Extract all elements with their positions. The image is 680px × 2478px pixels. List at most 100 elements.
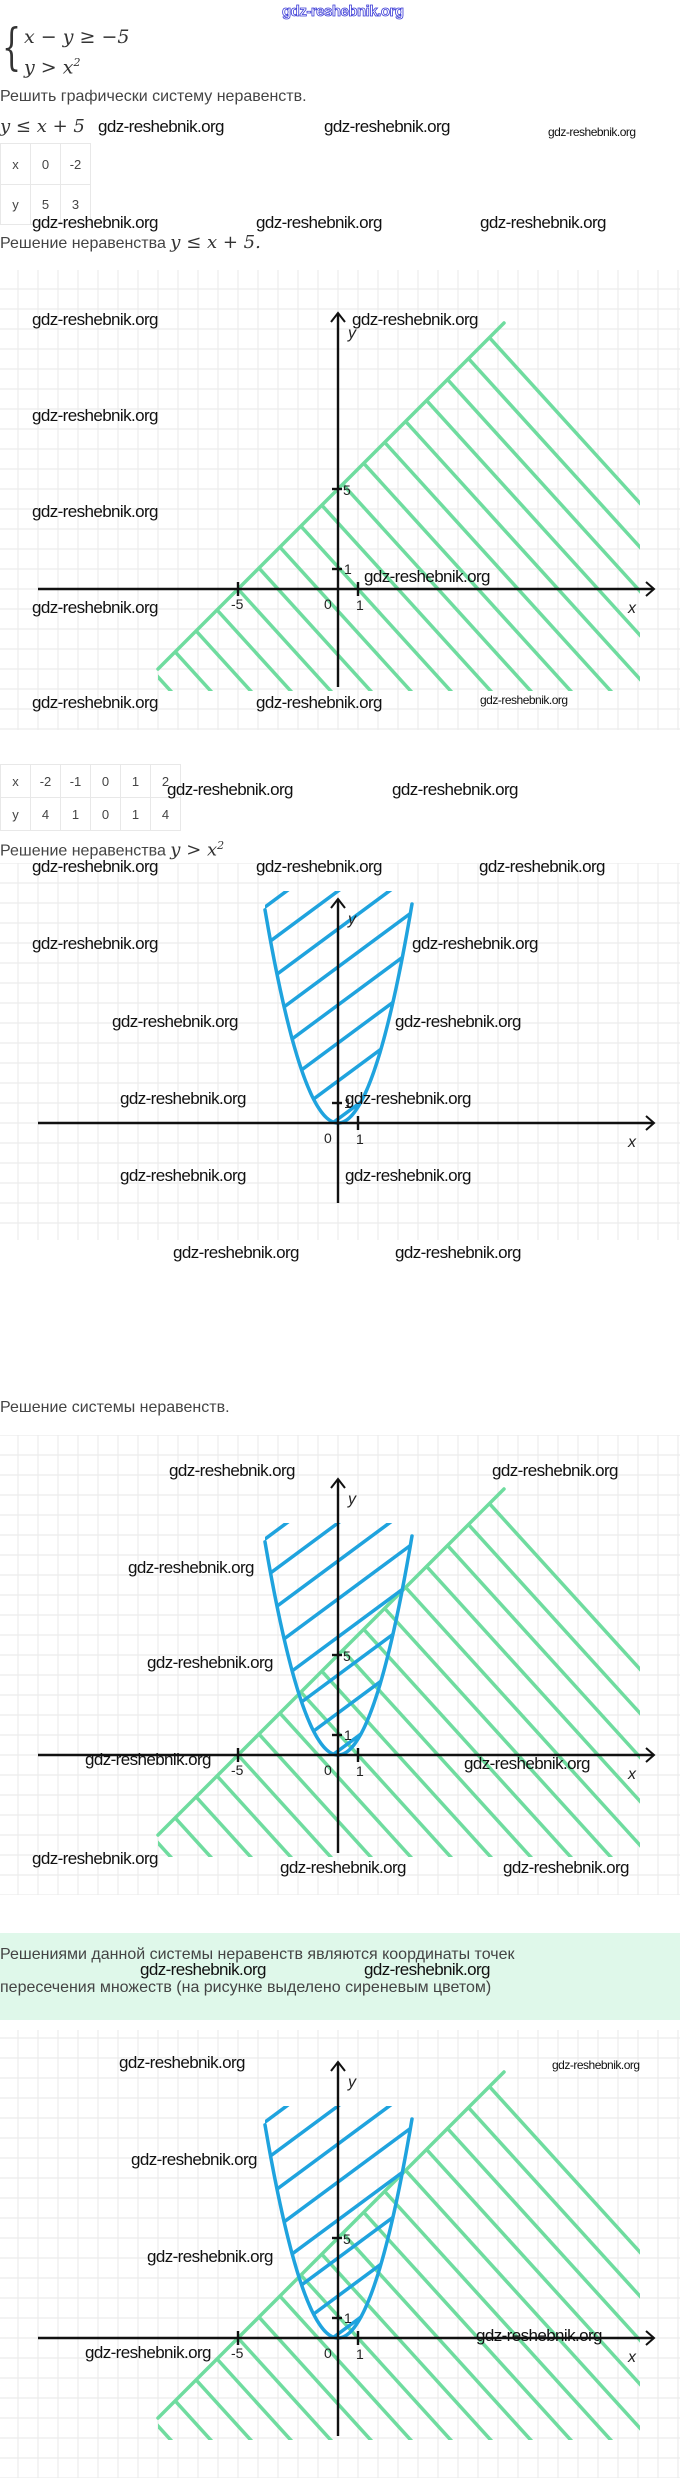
system-line-2-exp: 2 bbox=[73, 56, 81, 69]
watermark: gdz-reshebnik.org bbox=[32, 310, 158, 329]
watermark: gdz-reshebnik.org bbox=[345, 1089, 471, 1108]
watermark: gdz-reshebnik.org bbox=[32, 502, 158, 521]
watermark: gdz-reshebnik.org bbox=[128, 1558, 254, 1577]
hatch-line-green bbox=[158, 2072, 422, 2440]
table-row-y: y 5 3 bbox=[0, 184, 91, 225]
watermark: gdz-reshebnik.org bbox=[552, 2058, 640, 2072]
table-row-x: x 0 -2 bbox=[0, 143, 91, 185]
x-axis-arrow-icon bbox=[645, 1115, 656, 1131]
y-tick-label-1: 1 bbox=[344, 2310, 352, 2326]
hatch-line-green bbox=[473, 1489, 640, 1857]
watermark: gdz-reshebnik.org bbox=[364, 567, 490, 586]
hatch-line-green bbox=[158, 323, 462, 691]
watermark: gdz-reshebnik.org bbox=[32, 213, 158, 232]
note-line-1: Решениями данной системы неравенств явля… bbox=[0, 1946, 515, 1963]
system-brace: { bbox=[2, 18, 22, 76]
watermark: gdz-reshebnik.org bbox=[147, 2247, 273, 2266]
table-cell: 4 bbox=[150, 797, 181, 831]
watermark: gdz-reshebnik.org bbox=[395, 1012, 521, 1031]
caption-2-exp: 2 bbox=[217, 839, 225, 852]
hatch-line-green bbox=[158, 1489, 262, 1857]
watermark: gdz-reshebnik.org bbox=[131, 2150, 257, 2169]
caption-2: Решение неравенства y > x2 bbox=[0, 836, 224, 861]
hatch-line-green bbox=[313, 323, 640, 691]
hatch-line-green bbox=[313, 1489, 640, 1857]
hatch-line-green bbox=[158, 1489, 382, 1857]
watermark: gdz-reshebnik.org bbox=[120, 1089, 246, 1108]
grid bbox=[0, 2030, 680, 2478]
y-tick-label-5: 5 bbox=[343, 1648, 351, 1664]
watermark: gdz-reshebnik.org bbox=[548, 125, 636, 139]
watermark: gdz-reshebnik.org bbox=[256, 857, 382, 876]
x-tick-label-1: 1 bbox=[356, 1763, 364, 1779]
y-axis-label: y bbox=[347, 1491, 357, 1508]
hatch-line-green bbox=[158, 1489, 640, 1857]
hatch-line-green bbox=[433, 2072, 640, 2440]
x-tick-label-1: 1 bbox=[356, 597, 364, 613]
table-cell: 1 bbox=[120, 764, 151, 798]
solution-note bbox=[0, 1933, 680, 2020]
boundary-line-y-eq-x-plus-5 bbox=[156, 1487, 506, 1837]
hatch-line-green bbox=[193, 2072, 640, 2440]
x-axis-label: x bbox=[627, 2349, 637, 2366]
watermark: gdz-reshebnik.org bbox=[98, 117, 224, 136]
hatch-line-green bbox=[158, 1489, 302, 1857]
hatch-line-green bbox=[158, 323, 640, 691]
table-cell: 1 bbox=[60, 797, 91, 831]
hatch-line-green bbox=[233, 1489, 640, 1857]
caption-3: Решение системы неравенств. bbox=[0, 1399, 230, 1416]
watermark: gdz-reshebnik.org bbox=[492, 1461, 618, 1480]
values-table-1: x 0 -2 y 5 3 bbox=[0, 143, 91, 225]
x-axis-arrow-icon bbox=[645, 581, 656, 597]
caption-2-prefix: Решение неравенства bbox=[0, 842, 171, 860]
hatch-line-green bbox=[158, 323, 422, 691]
x-tick-label-minus-5: -5 bbox=[231, 2345, 244, 2361]
x-axis-label: x bbox=[627, 1134, 637, 1151]
caption-1-prefix: Решение неравенства bbox=[0, 235, 171, 252]
y-axis-arrow-icon bbox=[330, 1477, 346, 1489]
watermark: gdz-reshebnik.org bbox=[324, 117, 450, 136]
watermark: gdz-reshebnik.org bbox=[345, 1166, 471, 1185]
hatch-line-green bbox=[158, 1489, 622, 1857]
watermark: gdz-reshebnik.org bbox=[32, 406, 158, 425]
intro-text: Решить графически систему неравенств. bbox=[0, 88, 307, 105]
table-cell: 0 bbox=[90, 797, 121, 831]
hatch-line-blue bbox=[265, 891, 412, 929]
site-watermark-logo: gdz-reshebnik.org bbox=[282, 3, 405, 21]
grid bbox=[0, 863, 680, 1240]
watermark: gdz-reshebnik.org bbox=[167, 780, 293, 799]
watermark: gdz-reshebnik.org bbox=[32, 1849, 158, 1868]
watermark: gdz-reshebnik.org bbox=[256, 213, 382, 232]
hatch-line-green bbox=[158, 2072, 262, 2440]
y-tick-label-5: 5 bbox=[343, 482, 351, 498]
watermark: gdz-reshebnik.org bbox=[280, 1858, 406, 1877]
watermark: gdz-reshebnik.org bbox=[32, 598, 158, 617]
hatch-line-blue bbox=[265, 1523, 412, 1561]
x-axis-label: x bbox=[627, 600, 637, 617]
y-axis-arrow-icon bbox=[330, 897, 346, 909]
table-cell: -2 bbox=[30, 764, 61, 798]
x-tick-label-1: 1 bbox=[356, 1131, 364, 1147]
hatch-line-blue bbox=[265, 2106, 412, 2144]
watermark: gdz-reshebnik.org bbox=[352, 310, 478, 329]
hatch-line-green bbox=[158, 323, 342, 691]
y-tick-label-1: 1 bbox=[344, 561, 352, 577]
table-cell: 3 bbox=[60, 184, 91, 225]
origin-label: 0 bbox=[324, 1130, 332, 1146]
hatch-line-green bbox=[158, 323, 640, 691]
watermark: gdz-reshebnik.org bbox=[480, 693, 568, 707]
watermark: gdz-reshebnik.org bbox=[32, 934, 158, 953]
system-line-2: y > x2 bbox=[24, 53, 80, 77]
boundary-line-y-eq-x-plus-5 bbox=[156, 2070, 506, 2420]
values-table-2: x -2 -1 0 1 2 y 4 1 0 1 4 bbox=[0, 764, 181, 831]
table-cell: 0 bbox=[30, 143, 61, 185]
watermark: gdz-reshebnik.org bbox=[364, 1960, 490, 1979]
hatch-line-green bbox=[158, 1489, 422, 1857]
hatch-line-green bbox=[158, 2072, 302, 2440]
hatch-line-green bbox=[158, 323, 222, 691]
hatch-line-green bbox=[158, 2072, 342, 2440]
watermark: gdz-reshebnik.org bbox=[412, 934, 538, 953]
hatch-line-green bbox=[158, 323, 382, 691]
